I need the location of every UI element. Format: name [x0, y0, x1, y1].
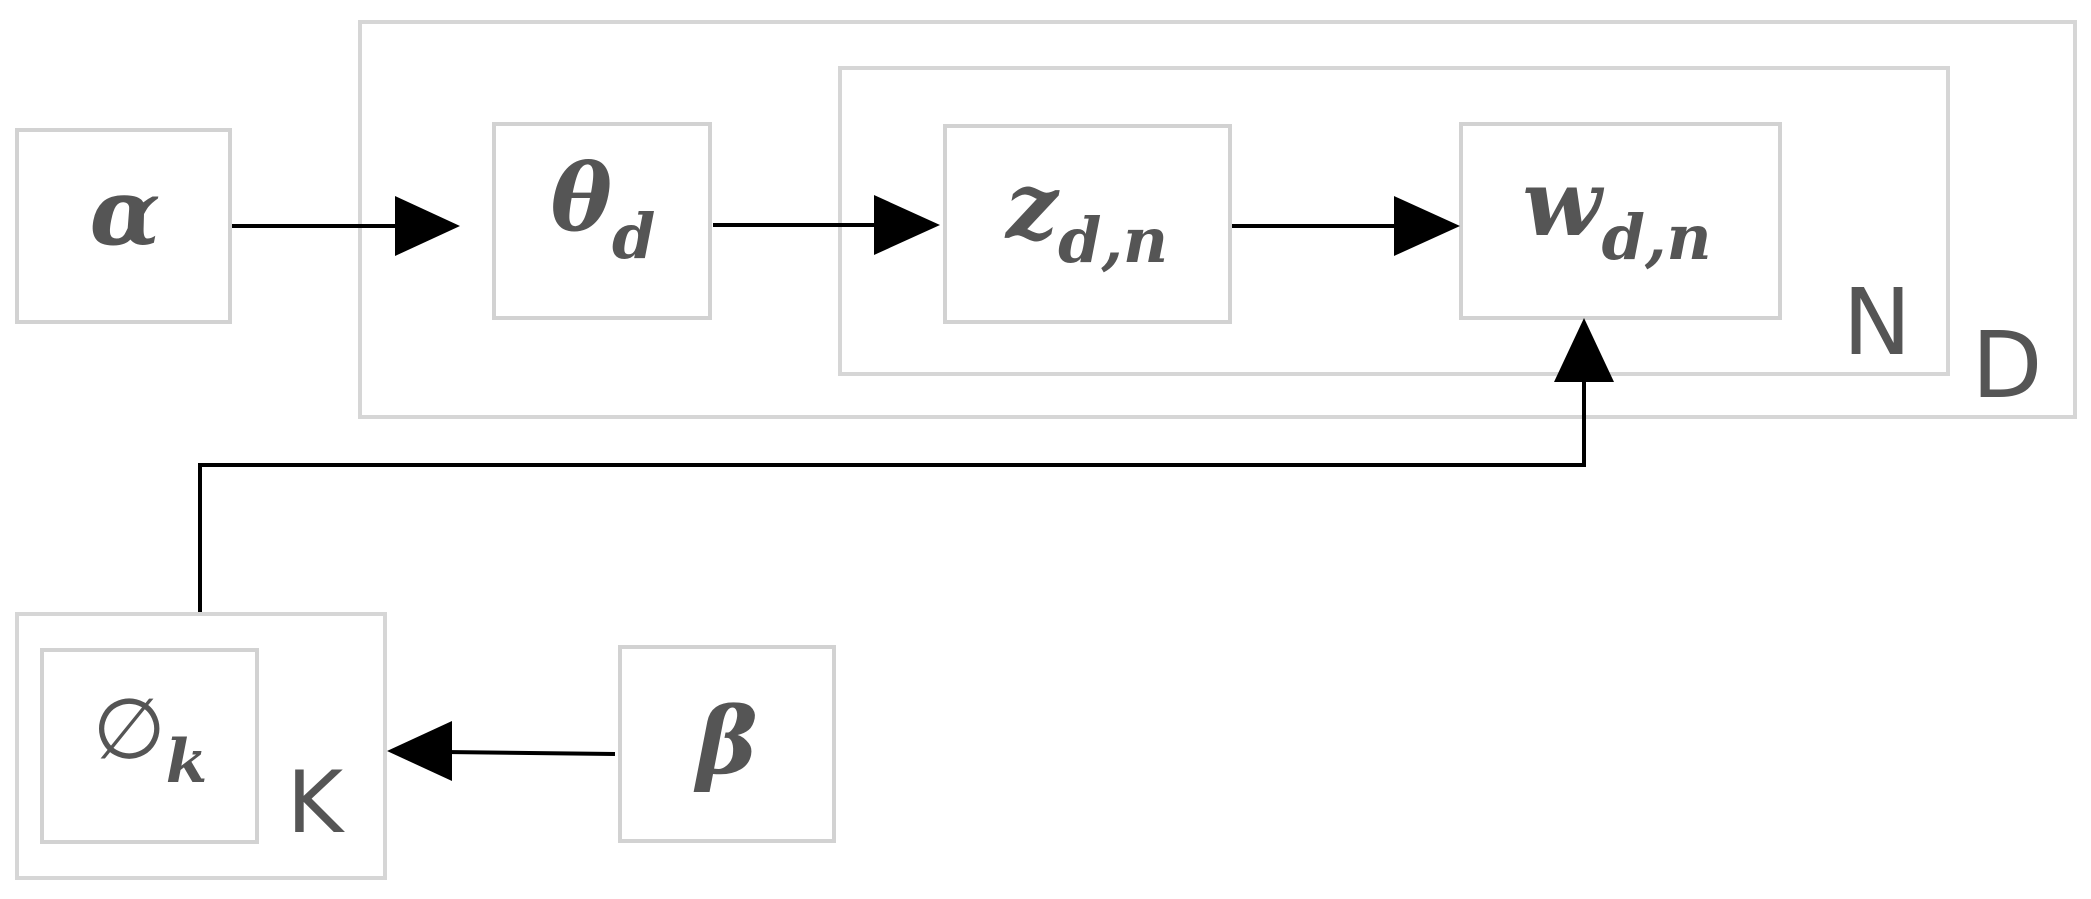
node-w	[1459, 122, 1782, 320]
label-w: wd,n	[1522, 149, 1711, 274]
label-theta: θd	[551, 144, 656, 273]
node-alpha	[15, 128, 232, 324]
theta-subscript: d	[612, 200, 655, 273]
phi-symbol: ∅	[93, 680, 166, 778]
plate-k	[15, 612, 387, 880]
w-subscript: d,n	[1602, 201, 1712, 274]
plate-label-k: K	[287, 753, 346, 853]
plate-n	[838, 66, 1950, 376]
w-symbol: w	[1522, 149, 1604, 257]
phi-subscript: k	[166, 727, 208, 797]
node-beta	[618, 645, 836, 843]
theta-symbol: θ	[551, 144, 612, 252]
plate-label-d: D	[1972, 312, 2043, 419]
node-z	[943, 124, 1232, 324]
edge-phi-w	[198, 370, 1586, 612]
plate-d	[358, 20, 2077, 419]
label-phi: ∅k	[93, 680, 208, 797]
arrowhead-beta-phi	[387, 721, 452, 781]
z-subscript: d,n	[1058, 204, 1168, 277]
z-symbol: z	[1004, 152, 1060, 260]
arrowhead-z-w	[1394, 196, 1460, 256]
alpha-symbol: α	[90, 158, 161, 266]
plate-label-n: N	[1843, 269, 1912, 376]
node-phi	[40, 648, 259, 844]
arrowhead-phi-w	[1554, 318, 1614, 382]
label-beta: β	[693, 687, 757, 795]
node-theta	[492, 122, 712, 320]
arrowhead-theta-z	[874, 195, 940, 255]
label-alpha: α	[90, 158, 161, 266]
arrowhead-alpha-theta	[395, 196, 460, 256]
label-z: zd,n	[1004, 152, 1168, 277]
beta-symbol: β	[693, 687, 757, 795]
edge-beta-phi	[444, 750, 616, 756]
